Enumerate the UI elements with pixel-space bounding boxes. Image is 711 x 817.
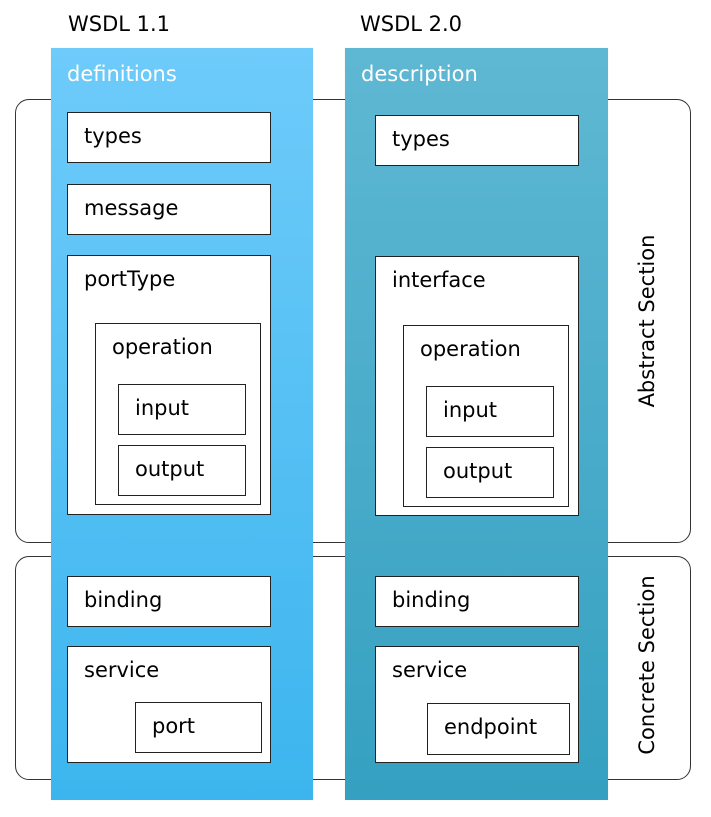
wsdl20-endpoint-box: endpoint: [427, 703, 570, 755]
wsdl20-column: description types interface operation in…: [345, 48, 608, 800]
wsdl20-output-label: output: [443, 459, 513, 483]
wsdl20-endpoint-label: endpoint: [444, 715, 538, 739]
abstract-section-label: Abstract Section: [635, 234, 659, 408]
wsdl20-binding-label: binding: [392, 588, 471, 612]
wsdl11-binding-label: binding: [84, 588, 163, 612]
wsdl20-operation-label: operation: [420, 337, 521, 361]
wsdl20-interface-label: interface: [392, 268, 486, 292]
wsdl11-column: definitions types message portType opera…: [51, 48, 313, 800]
wsdl20-interface-box: interface operation input output: [375, 256, 579, 516]
wsdl11-input-box: input: [118, 384, 246, 435]
wsdl11-input-label: input: [135, 396, 190, 420]
wsdl20-version-title: WSDL 2.0: [360, 12, 463, 36]
wsdl11-message-label: message: [84, 196, 179, 220]
wsdl20-service-label: service: [392, 658, 468, 682]
wsdl11-message-box: message: [67, 184, 271, 235]
wsdl20-types-label: types: [392, 127, 450, 151]
wsdl20-operation-box: operation input output: [403, 325, 569, 507]
wsdl11-types-box: types: [67, 112, 271, 163]
wsdl20-input-box: input: [426, 386, 554, 437]
wsdl11-binding-box: binding: [67, 576, 271, 627]
wsdl20-input-label: input: [443, 398, 498, 422]
wsdl11-output-label: output: [135, 457, 205, 481]
wsdl20-binding-box: binding: [375, 576, 579, 627]
wsdl11-porttype-label: portType: [84, 267, 176, 291]
wsdl11-types-label: types: [84, 124, 142, 148]
wsdl11-porttype-box: portType operation input output: [67, 255, 271, 515]
wsdl20-types-box: types: [375, 115, 579, 166]
concrete-section-label: Concrete Section: [635, 575, 659, 755]
wsdl11-service-label: service: [84, 658, 160, 682]
wsdl11-port-label: port: [152, 714, 196, 738]
wsdl11-operation-box: operation input output: [95, 323, 261, 505]
wsdl20-root-label: description: [361, 62, 478, 86]
wsdl11-operation-label: operation: [112, 335, 213, 359]
wsdl11-version-title: WSDL 1.1: [68, 12, 171, 36]
wsdl20-service-box: service endpoint: [375, 646, 579, 763]
wsdl20-output-box: output: [426, 447, 554, 498]
wsdl11-root-label: definitions: [67, 62, 177, 86]
wsdl11-service-box: service port: [67, 646, 271, 763]
wsdl11-output-box: output: [118, 445, 246, 496]
wsdl11-port-box: port: [135, 702, 262, 753]
